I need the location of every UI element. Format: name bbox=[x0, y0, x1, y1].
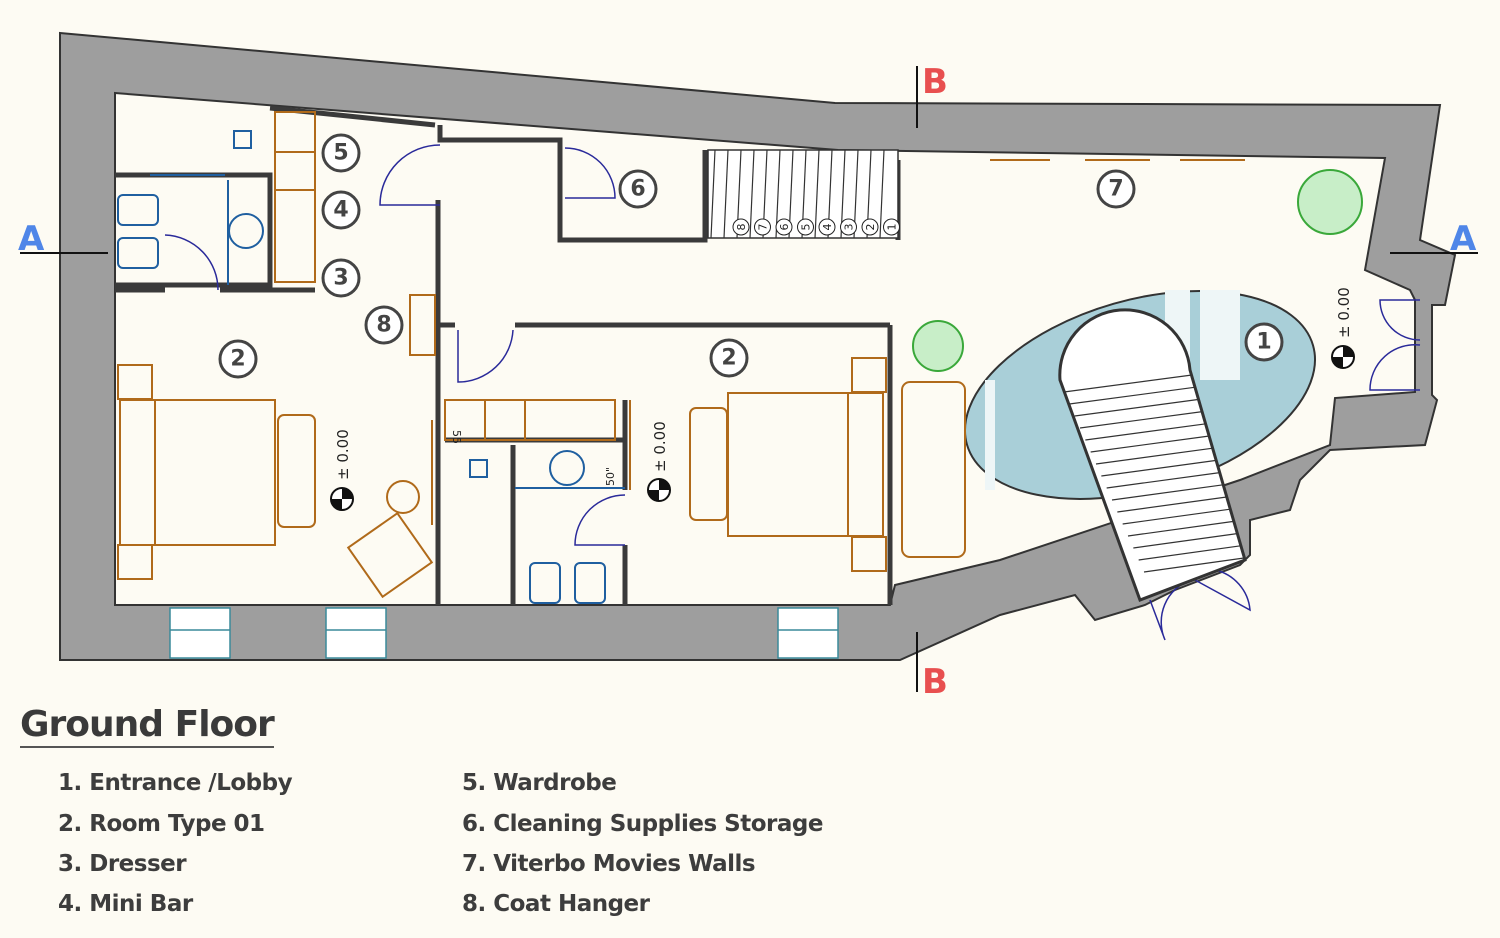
floor-plan: 8 7 6 5 4 3 2 1 1 2 2 3 4 5 6 7 8 bbox=[18, 31, 1478, 700]
stair-number: 3 bbox=[840, 218, 857, 236]
room-tag-3: 3 bbox=[321, 258, 361, 298]
room-tag-5: 5 bbox=[321, 133, 361, 173]
legend-item: 1. Entrance /Lobby bbox=[58, 770, 293, 796]
furniture bbox=[117, 111, 1245, 599]
svg-text:7: 7 bbox=[757, 224, 770, 231]
ramp-step bbox=[1138, 545, 1241, 561]
room-tag-1: 1 bbox=[1244, 322, 1284, 362]
stair-number: 8 bbox=[732, 218, 750, 236]
ramp-step bbox=[1117, 496, 1227, 513]
stair-tread bbox=[723, 149, 729, 239]
room-tag-4: 4 bbox=[321, 190, 361, 230]
svg-text:5: 5 bbox=[800, 224, 813, 231]
ramp-step bbox=[1095, 447, 1213, 465]
svg-text:2: 2 bbox=[721, 346, 736, 371]
page-title: Ground Floor bbox=[20, 704, 275, 748]
room-tag-2-left: 2 bbox=[218, 339, 258, 379]
level-mark: ± 0.00 bbox=[647, 421, 671, 502]
section-mark-b-top: B bbox=[922, 62, 948, 102]
stair-number: 5 bbox=[797, 218, 814, 236]
stair-tread bbox=[749, 149, 755, 239]
dimension-label: 55 bbox=[450, 430, 463, 444]
legend-item: 2. Room Type 01 bbox=[58, 811, 265, 837]
ramp-step bbox=[1063, 374, 1193, 393]
stair-number: 1 bbox=[883, 218, 900, 236]
svg-text:5: 5 bbox=[333, 141, 348, 166]
ramp-step bbox=[1133, 533, 1238, 549]
ramp-step bbox=[1074, 398, 1200, 417]
svg-text:± 0.00: ± 0.00 bbox=[334, 429, 352, 480]
room-tag-2-right: 2 bbox=[709, 338, 749, 378]
level-mark: ± 0.00 bbox=[1331, 287, 1355, 369]
section-mark-a-left: A bbox=[18, 219, 45, 259]
svg-text:1: 1 bbox=[886, 224, 899, 231]
plants bbox=[912, 169, 1363, 372]
stair-tread bbox=[710, 149, 716, 239]
stair-number: 6 bbox=[775, 218, 793, 236]
stair-number: 4 bbox=[818, 218, 836, 236]
ramp-step bbox=[1143, 557, 1245, 573]
svg-text:7: 7 bbox=[1108, 177, 1123, 202]
ramp-step bbox=[1127, 520, 1234, 537]
svg-text:3: 3 bbox=[333, 266, 348, 291]
svg-text:6: 6 bbox=[778, 224, 791, 231]
doors bbox=[164, 144, 1421, 641]
svg-text:± 0.00: ± 0.00 bbox=[1335, 287, 1353, 338]
ramp-step bbox=[1106, 472, 1220, 489]
stair-number: 7 bbox=[754, 218, 771, 236]
svg-text:3: 3 bbox=[843, 224, 856, 231]
legend-item: 7. Viterbo Movies Walls bbox=[462, 851, 756, 877]
legend-item: 5. Wardrobe bbox=[462, 770, 617, 796]
interior-walls bbox=[115, 105, 901, 605]
svg-text:8: 8 bbox=[735, 224, 748, 231]
legend-item: 4. Mini Bar bbox=[58, 891, 193, 917]
ramp-step bbox=[1069, 386, 1196, 405]
stair-number: 2 bbox=[861, 218, 879, 236]
room-tag-8: 8 bbox=[364, 305, 404, 345]
section-mark-a-right: A bbox=[1450, 219, 1477, 259]
svg-text:2: 2 bbox=[864, 224, 877, 231]
section-mark-b-bottom: B bbox=[922, 662, 948, 700]
room-tag-7: 7 bbox=[1096, 169, 1136, 209]
entrance-ramp bbox=[1058, 308, 1247, 602]
ramp-step bbox=[1085, 423, 1206, 441]
windows bbox=[169, 607, 839, 659]
svg-text:± 0.00: ± 0.00 bbox=[651, 421, 669, 472]
svg-text:4: 4 bbox=[821, 224, 834, 231]
legend-item: 8. Coat Hanger bbox=[462, 891, 650, 917]
svg-text:4: 4 bbox=[333, 198, 348, 223]
room-tag-6: 6 bbox=[618, 169, 658, 209]
svg-text:6: 6 bbox=[630, 177, 645, 202]
ramp-step bbox=[1101, 459, 1217, 477]
ramp-step bbox=[1079, 411, 1203, 429]
legend-item: 3. Dresser bbox=[58, 851, 187, 877]
legend-item: 6. Cleaning Supplies Storage bbox=[462, 811, 823, 837]
level-mark: ± 0.00 bbox=[330, 429, 354, 511]
bathroom-fixtures bbox=[117, 130, 625, 604]
stair-tread bbox=[879, 149, 885, 239]
dimension-label: 50" bbox=[604, 467, 617, 486]
ramp-step bbox=[1090, 435, 1210, 453]
svg-text:2: 2 bbox=[230, 347, 245, 372]
ramp-step bbox=[1122, 508, 1231, 525]
svg-text:8: 8 bbox=[376, 313, 391, 338]
stair-tread bbox=[814, 149, 820, 239]
ramp-step bbox=[1111, 484, 1224, 501]
svg-text:1: 1 bbox=[1256, 330, 1271, 355]
section-lines bbox=[20, 66, 1478, 692]
